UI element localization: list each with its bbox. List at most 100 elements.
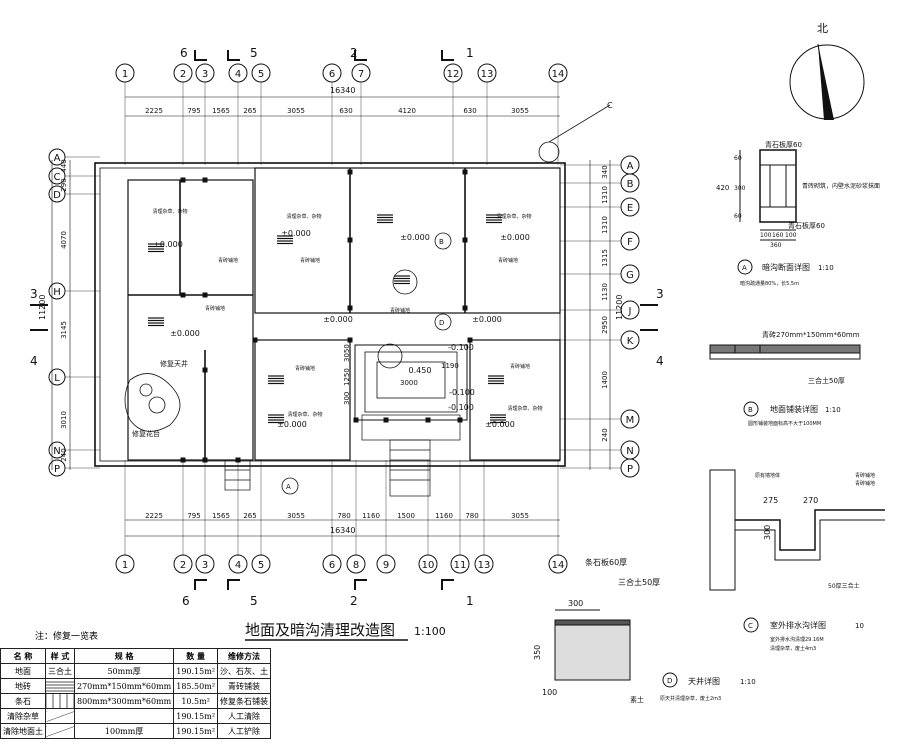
axis-bubble xyxy=(228,554,248,574)
cell: 人工铲除 xyxy=(217,723,272,739)
detail-a-d60b: 60 xyxy=(734,213,742,220)
floor-note: 青砖铺地 xyxy=(205,305,225,312)
drawing-title: 地面及暗沟清理改造图 xyxy=(245,621,395,639)
detail-c-brick3: 青砖铺地 xyxy=(855,480,875,487)
axis-bubble xyxy=(346,554,366,574)
room-note: 清理杂草、杂物 xyxy=(507,405,542,412)
column xyxy=(202,292,208,298)
cell: 10.5m² xyxy=(173,693,219,709)
detail-a-scale: 1:10 xyxy=(818,264,834,272)
dim-right-total: 11200 xyxy=(615,295,624,320)
column xyxy=(347,237,353,243)
axis-label-bottom: 2 xyxy=(180,560,186,571)
elevation-label: ±0.000 xyxy=(485,420,515,429)
detail-b-bubble xyxy=(743,401,759,417)
detail-a-w160: 160 xyxy=(772,232,784,239)
detail-a-top: 青石板厚60 xyxy=(765,140,802,149)
axis-bubble xyxy=(115,554,135,574)
floor-note: 青砖铺地 xyxy=(295,365,315,372)
axis-label-left: A xyxy=(54,153,61,164)
room-note: 清理杂草、杂物 xyxy=(152,208,187,215)
dim-left: 4070 xyxy=(60,231,68,249)
detail-c-drawing xyxy=(709,469,885,591)
cell: 条石 xyxy=(0,693,46,709)
axis-bubble xyxy=(173,63,193,83)
dim-right: 1400 xyxy=(601,371,609,389)
dim-bottom-total: 16340 xyxy=(330,526,355,535)
dim-bottom: 1500 xyxy=(397,512,415,520)
dim-right: 1310 xyxy=(601,216,609,234)
detail-c-base: 50厚三合土 xyxy=(828,582,860,590)
floor-note: 青砖铺地 xyxy=(300,257,320,264)
dim-bottom: 1160 xyxy=(362,512,380,520)
elevation-label: ±0.000 xyxy=(277,420,307,429)
axis-bubble xyxy=(474,554,494,574)
detail-marker-d xyxy=(434,313,452,331)
brick-paving-icon xyxy=(148,317,164,327)
detail-d-letter: D xyxy=(667,677,672,685)
detail-marker-b xyxy=(434,232,452,250)
detail-d-base: 三合土50厚 xyxy=(618,577,660,587)
diagonal-icon xyxy=(45,708,75,724)
section-mark-4b: 4 xyxy=(656,354,664,368)
dim-3000: 3000 xyxy=(400,379,418,387)
section-mark-2: 2 xyxy=(350,46,358,60)
axis-label-right: M xyxy=(626,415,635,426)
detail-d-scale: 1:10 xyxy=(740,678,756,686)
detail-d-300: 300 xyxy=(568,599,583,608)
detail-a-d60: 60 xyxy=(734,155,742,162)
axis-label-bottom: 10 xyxy=(422,560,435,571)
dim-bottom: 780 xyxy=(465,512,478,520)
axis-bubble xyxy=(376,554,396,574)
section-mark-3b: 3 xyxy=(656,287,664,301)
room-note: 清理杂草、杂物 xyxy=(496,213,531,220)
axis-label-top: 6 xyxy=(329,69,335,80)
cell: 50mm厚 xyxy=(73,663,175,679)
cell: 190.15m² xyxy=(173,663,219,679)
axis-bubble xyxy=(173,554,193,574)
detail-label-c: C xyxy=(607,101,613,110)
dim-left: 440 xyxy=(60,159,68,172)
column xyxy=(353,417,359,423)
detail-a-side: 青砖砌筑，内壁水泥砂浆抹面 xyxy=(802,182,880,190)
detail-c-brick1: 原有墙地体 xyxy=(755,472,780,479)
column xyxy=(202,457,208,463)
brick-paving-icon xyxy=(488,375,504,385)
drawing-scale: 1:100 xyxy=(414,625,446,638)
column xyxy=(202,177,208,183)
elevation-label: ±0.000 xyxy=(472,315,502,324)
detail-a-d300: 300 xyxy=(734,185,746,192)
dim-left: 240 xyxy=(60,448,68,461)
section-mark-5b: 5 xyxy=(250,594,258,608)
column xyxy=(425,417,431,423)
dim-left: 290 xyxy=(60,178,68,191)
axis-label-top: 5 xyxy=(258,69,264,80)
axis-label-right: K xyxy=(627,336,634,347)
detail-d-bubble xyxy=(662,672,678,688)
section-mark-4: 4 xyxy=(30,354,38,368)
elevation-label: 0.450 xyxy=(409,366,432,375)
axis-bubble xyxy=(251,63,271,83)
dim-top: 1565 xyxy=(212,107,230,115)
table-caption: 注：修复一览表 xyxy=(35,632,99,642)
column xyxy=(180,292,186,298)
axis-bubble xyxy=(228,63,248,83)
axis-label-bottom: 5 xyxy=(258,560,264,571)
detail-circle-2 xyxy=(377,343,403,369)
axis-label-top: 12 xyxy=(447,69,460,80)
table-header-row: 名 称 样 式 规 格 数 量 维修方法 xyxy=(0,648,272,664)
floor-note: 青砖铺地 xyxy=(498,257,518,264)
axis-label-left: H xyxy=(53,287,61,298)
dim-top: 265 xyxy=(243,107,256,115)
col-spec: 规 格 xyxy=(73,648,175,664)
axis-label-bottom: 8 xyxy=(353,560,359,571)
detail-c-brick2: 青砖铺地 xyxy=(855,472,875,479)
flowerbed-icon xyxy=(124,373,181,432)
column xyxy=(347,337,353,343)
label-skywell: 修复天井 xyxy=(160,359,188,368)
floor-note: 青砖铺地 xyxy=(218,257,238,264)
cell: 270mm*150mm*60mm xyxy=(73,678,175,694)
